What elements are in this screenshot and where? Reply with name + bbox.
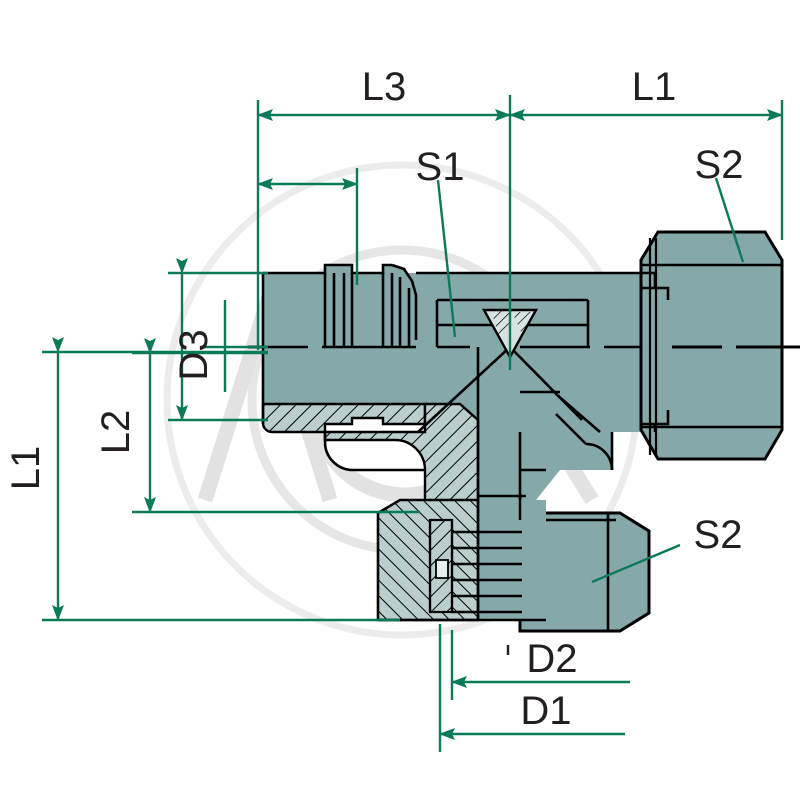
- leader-line-s2-top: [714, 177, 745, 263]
- section-hatch-left-stud: [261, 402, 427, 434]
- dimension-lines-group: [42, 95, 784, 752]
- central-body-detail-lines: [323, 273, 670, 612]
- label-d3: D3: [172, 329, 216, 380]
- label-l1-left: L1: [4, 446, 48, 491]
- leader-line-s1: [436, 179, 457, 338]
- branch-thread-section: [376, 494, 546, 622]
- label-s1: S1: [416, 145, 465, 189]
- label-s2-bottom: S2: [694, 513, 743, 557]
- label-d2: D2: [526, 637, 577, 681]
- label-l1-top: L1: [632, 65, 677, 109]
- leader-line-s2-bottom: [591, 543, 681, 584]
- label-l3: L3: [362, 65, 407, 109]
- outline-left-stud: [261, 263, 655, 424]
- label-d1: D1: [520, 689, 571, 733]
- hex-nut-right-s2: [639, 230, 790, 461]
- label-s2-top: S2: [695, 143, 744, 187]
- label-l2: L2: [94, 410, 138, 455]
